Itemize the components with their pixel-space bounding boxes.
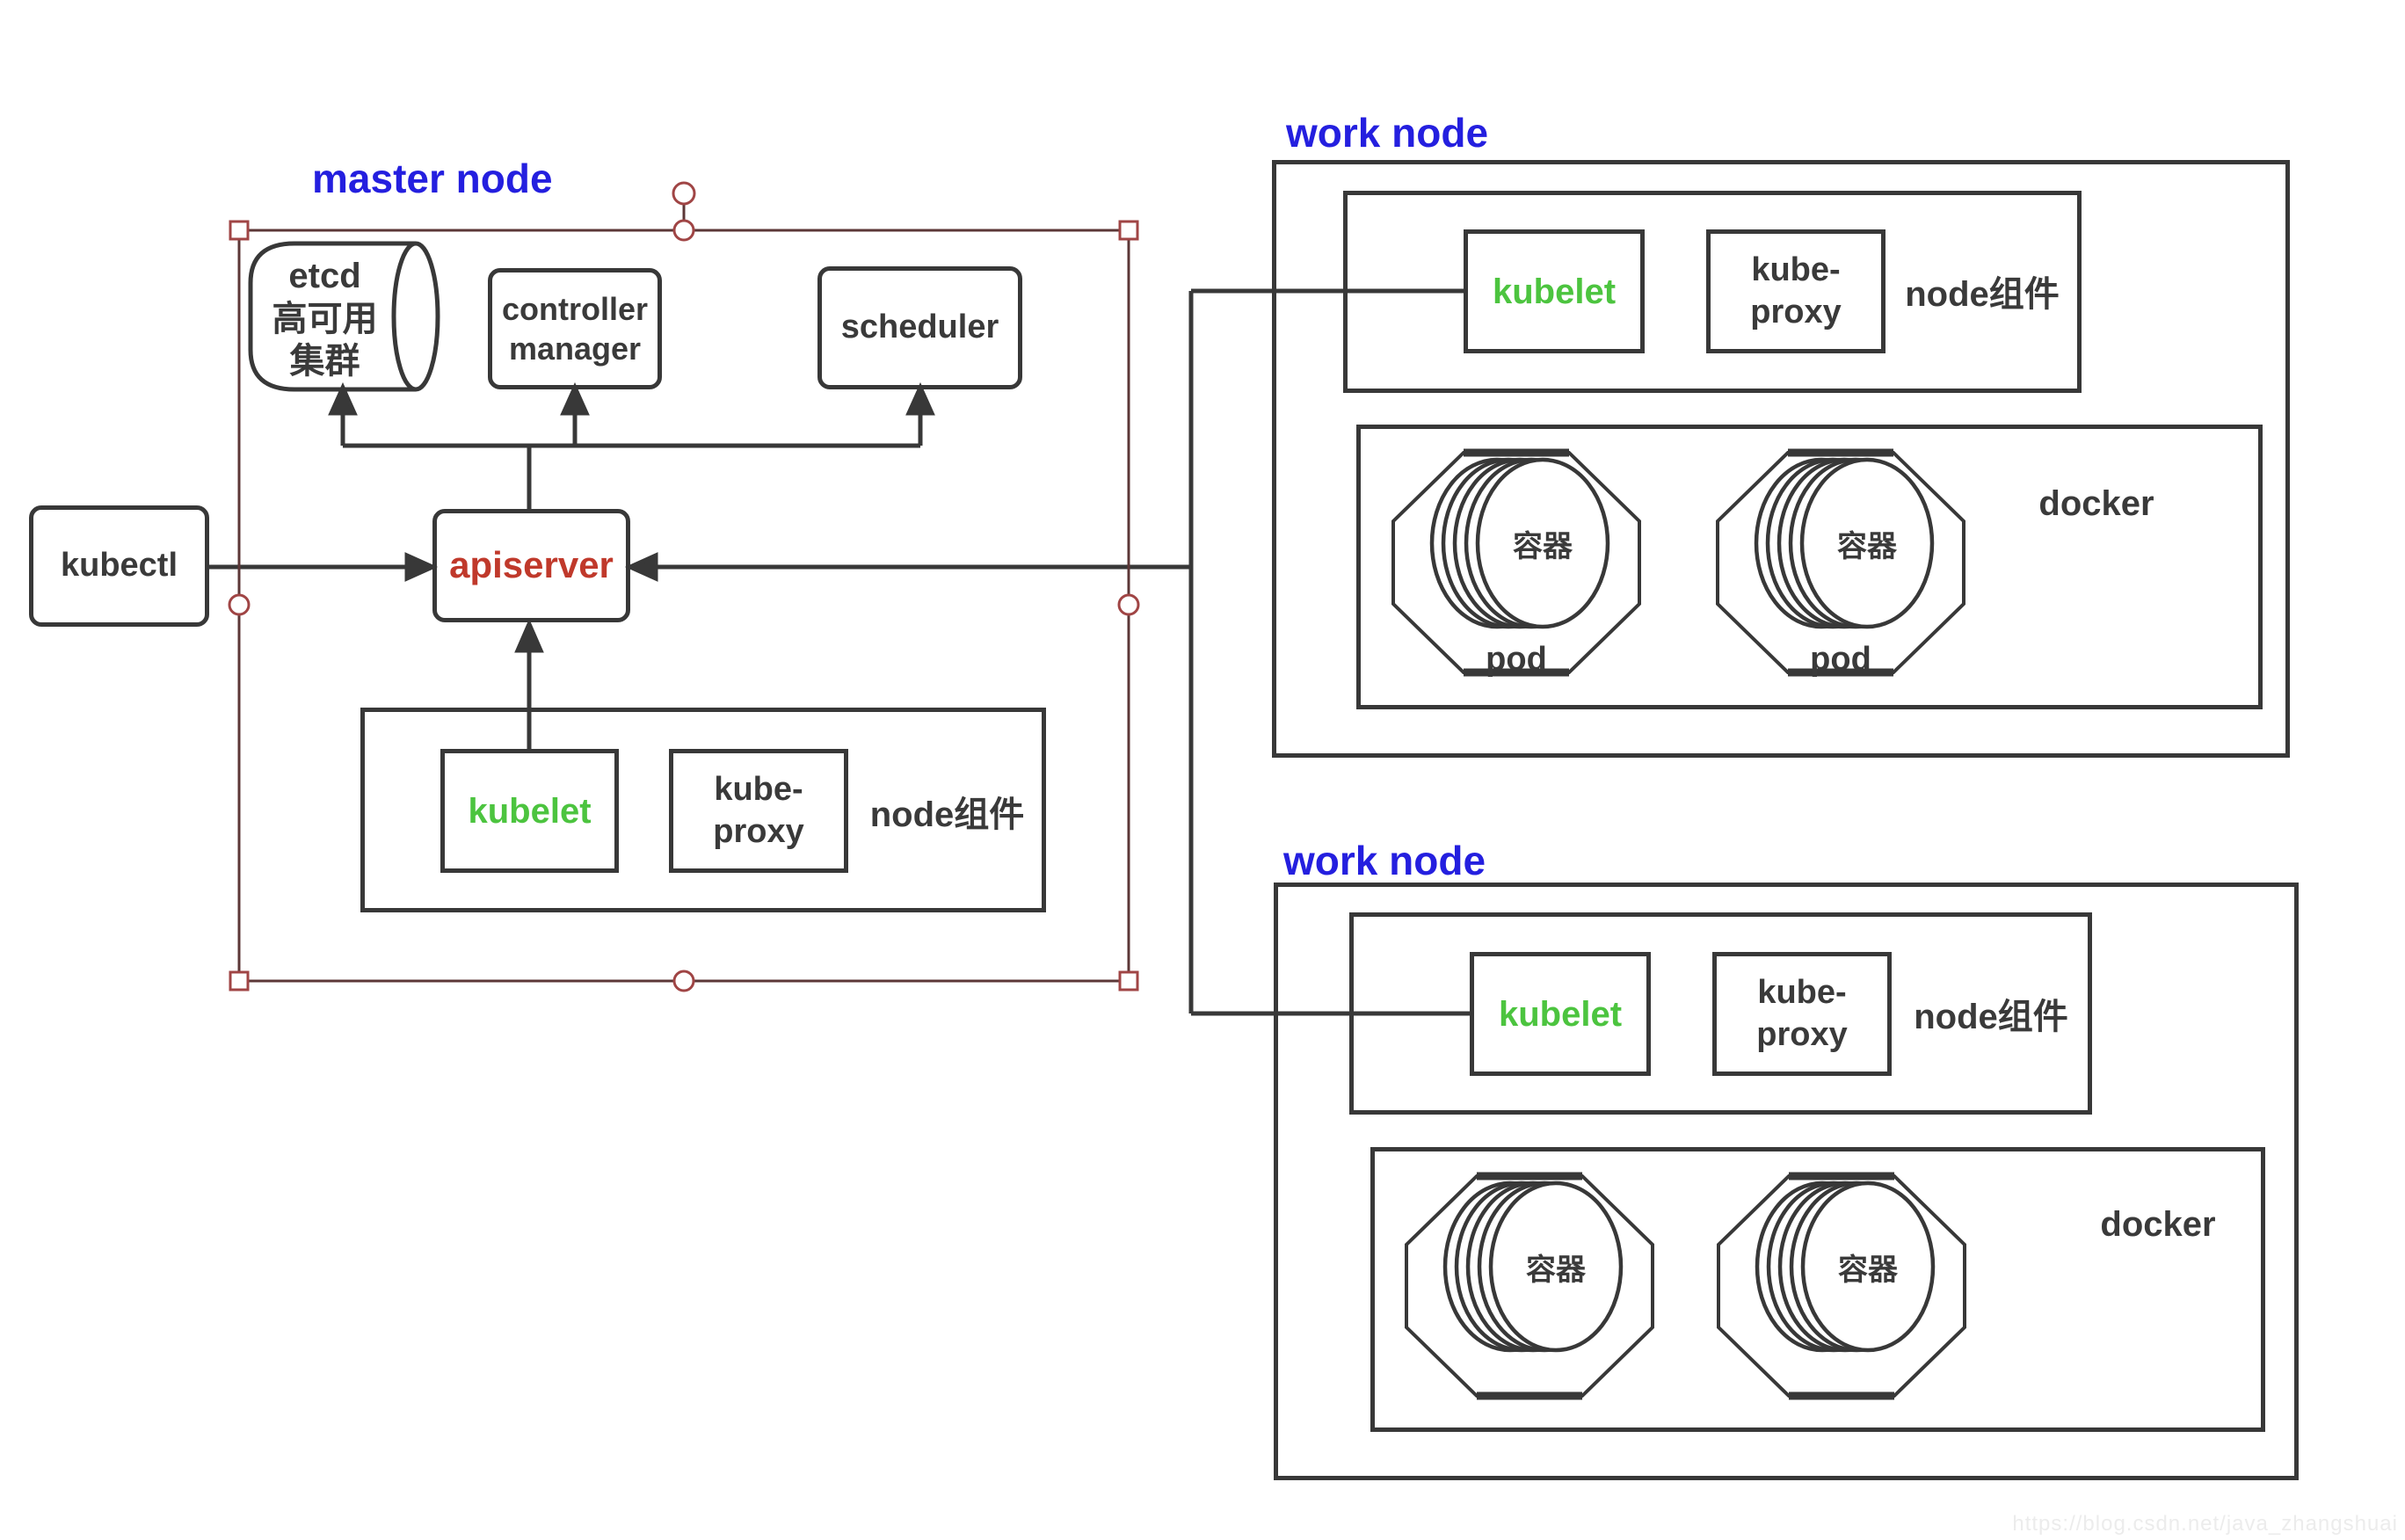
container-stack — [1754, 457, 1935, 629]
work-node-bottom-components-box[interactable] — [1349, 912, 2092, 1115]
work-node-top-box[interactable] — [1272, 160, 2290, 758]
work-node-bottom-title: work node — [1283, 838, 1486, 883]
etcd-label: etcd 高可用 集群 — [252, 253, 397, 385]
work-node-top-docker-label: docker — [2038, 483, 2154, 523]
kube-proxy-line2: proxy — [1750, 293, 1842, 331]
rotation-handle[interactable] — [672, 181, 696, 206]
kube-proxy-line2: proxy — [713, 812, 804, 850]
controller-manager-line1: controller — [501, 291, 649, 327]
pod-octagon[interactable] — [1391, 448, 1641, 677]
scheduler-box[interactable]: scheduler — [817, 266, 1022, 389]
master-node-components-box[interactable] — [360, 708, 1046, 912]
container-stack — [1442, 1180, 1624, 1353]
work-node-top-kube-proxy-box[interactable]: kube- proxy — [1706, 229, 1885, 353]
resize-handle-w[interactable] — [228, 593, 251, 616]
controller-manager-line2: manager — [508, 331, 642, 367]
work-node-top-components-box[interactable] — [1343, 191, 2082, 393]
work-node-top-docker-box[interactable] — [1356, 425, 2263, 709]
watermark-url: https://blog.csdn.net/java_zhangshuai — [2012, 1512, 2398, 1536]
work-node-bottom-kube-proxy-box[interactable]: kube- proxy — [1712, 952, 1892, 1076]
etcd-cylinder-shape[interactable] — [248, 241, 440, 392]
master-kube-proxy-box[interactable]: kube- proxy — [669, 749, 848, 873]
resize-handle-nw[interactable] — [229, 220, 250, 241]
resize-handle-se[interactable] — [1118, 970, 1139, 992]
work-node-top-components-label: node组件 — [1905, 275, 2060, 314]
kube-proxy-line1: kube- — [714, 771, 803, 808]
kube-proxy-line1: kube- — [1757, 974, 1847, 1011]
container-label: 容器 — [1526, 1253, 1586, 1287]
resize-handle-n[interactable] — [672, 219, 695, 242]
kubelet-to-apiserver-connector — [514, 618, 544, 749]
master-node-title: master node — [312, 156, 553, 201]
work-node-bottom-docker-label: docker — [2100, 1204, 2216, 1244]
work-node-bottom-components-label: node组件 — [1914, 998, 2068, 1036]
arrow-up-controller-manager — [560, 381, 590, 416]
arrow-up-apiserver — [514, 618, 544, 653]
arrow-right-apiserver — [404, 552, 439, 582]
resize-handle-sw[interactable] — [229, 970, 250, 992]
master-node-components-label: node组件 — [869, 795, 1025, 834]
resize-handle-e[interactable] — [1117, 593, 1140, 616]
container-label: 容器 — [1837, 529, 1897, 563]
work-node-bottom-docker-box[interactable] — [1370, 1147, 2265, 1432]
pod-octagon[interactable] — [1716, 448, 1965, 677]
master-kubelet-box[interactable]: kubelet — [440, 749, 619, 873]
arrow-left-apiserver — [624, 552, 658, 582]
worknodes-to-apiserver-connector — [624, 288, 1470, 1016]
work-node-top-kubelet-box[interactable]: kubelet — [1464, 229, 1645, 353]
apiserver-box[interactable]: apiserver — [432, 509, 630, 622]
work-node-bottom-box[interactable] — [1274, 883, 2299, 1480]
pod-octagon[interactable] — [1405, 1172, 1654, 1400]
work-node-top-title: work node — [1286, 110, 1489, 156]
resize-handle-s[interactable] — [672, 970, 695, 992]
pod-label: pod — [1810, 640, 1871, 678]
selection-rectangle[interactable] — [228, 181, 1140, 992]
arrow-up-etcd — [328, 381, 358, 416]
container-stack — [1755, 1180, 1936, 1353]
etcd-line3: 集群 — [289, 342, 360, 381]
controller-manager-box[interactable]: controller manager — [488, 268, 662, 389]
container-stack — [1429, 457, 1610, 629]
etcd-line1: etcd — [288, 256, 361, 295]
pod-octagon[interactable] — [1717, 1172, 1966, 1400]
kubectl-box[interactable]: kubectl — [29, 505, 209, 627]
work-node-bottom-kubelet-box[interactable]: kubelet — [1470, 952, 1651, 1076]
resize-handle-ne[interactable] — [1118, 220, 1139, 241]
pod-label: pod — [1486, 640, 1547, 678]
kube-proxy-line2: proxy — [1756, 1015, 1848, 1053]
etcd-line2: 高可用 — [272, 299, 378, 338]
container-label: 容器 — [1513, 529, 1573, 563]
apiserver-to-components-connector — [328, 381, 935, 509]
container-label: 容器 — [1838, 1253, 1898, 1287]
kube-proxy-line1: kube- — [1751, 251, 1841, 288]
kubectl-to-apiserver-connector — [209, 552, 439, 582]
arrow-up-scheduler — [905, 381, 935, 416]
